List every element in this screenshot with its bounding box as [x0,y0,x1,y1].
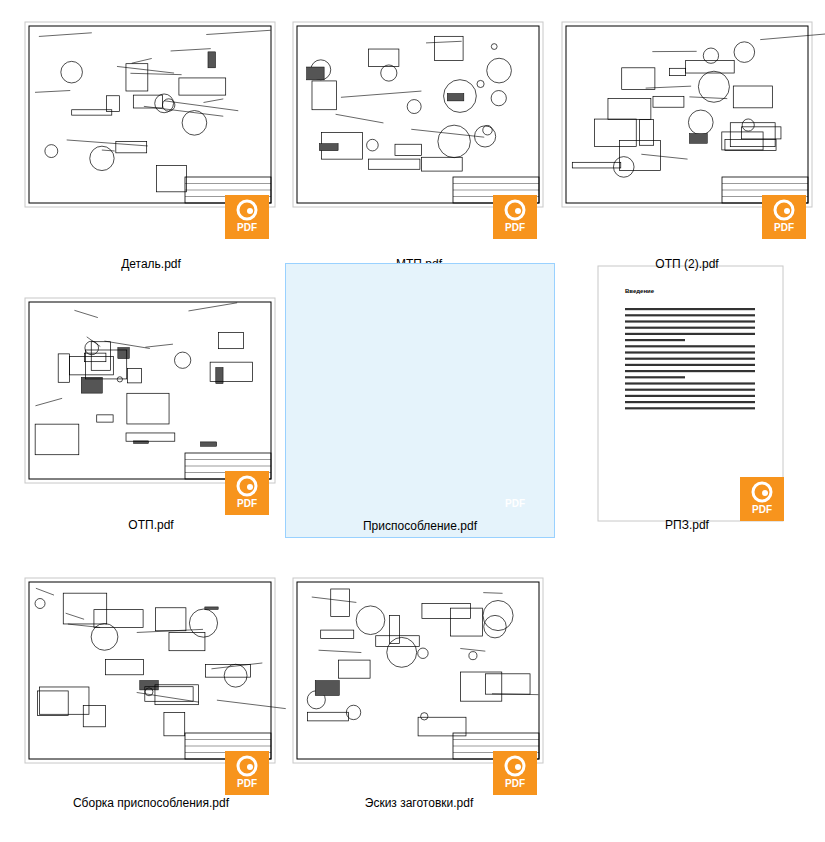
pdf-logo [238,477,256,495]
pdf-badge-text: PDF [505,222,525,233]
file-name: Деталь.pdf [20,257,282,271]
text-line [625,327,755,329]
pdf-badge-text: PDF [237,778,257,789]
pdf-badge-text: PDF [752,504,772,515]
drawing-thumbnail [25,578,286,795]
frame [297,26,539,203]
text-line [625,364,755,366]
page-heading: Введение [625,288,654,294]
file-name: Сборка приспособления.pdf [20,796,282,810]
pdf-badge [762,195,806,239]
pdf-logo [506,757,524,775]
text-line [625,339,685,341]
pdf-badge-text: PDF [774,222,794,233]
pdf-logo [775,201,793,219]
text-line [625,401,755,403]
text-line [625,314,755,316]
file-item: Приспособление.pdf [285,263,555,538]
pdf-badge-text: PDF [237,222,257,233]
pdf-badge-text: PDF [505,498,525,509]
pdf-logo [753,483,771,501]
text-line [625,320,755,322]
text-line [625,376,685,378]
text-line [625,333,755,335]
drawing-thumbnail [25,22,275,239]
text-line [625,382,755,384]
pdf-badge [225,751,269,795]
pdf-badge-text: PDF [237,498,257,509]
text-line [625,308,755,310]
drawing-thumbnail [293,22,543,239]
file-name: ОТП.pdf [20,518,282,532]
text-line [625,407,755,409]
pdf-badge [493,195,537,239]
sheet [25,298,275,483]
file-name: ОТП (2).pdf [556,257,818,271]
text-line [625,345,755,347]
frame [297,582,539,759]
sheet [25,578,275,763]
text-line [625,389,755,391]
sheet [598,266,783,521]
frame [29,26,271,203]
frame [566,26,808,203]
file-name: РПЗ.pdf [556,518,818,532]
file-item: ОТП.pdf [20,263,282,538]
pdf-badge [225,195,269,239]
text-line [625,395,755,397]
text-line [625,351,755,353]
pdf-logo [238,757,256,775]
pdf-badge-text: PDF [505,778,525,789]
frame [29,582,271,759]
drawing-thumbnail [293,578,543,795]
text-line [625,358,755,360]
drawing-thumbnail [598,266,784,521]
pdf-badge [225,471,269,515]
pdf-logo [506,201,524,219]
text-line [625,370,755,372]
pdf-badge [740,477,784,521]
sheet [293,22,543,207]
sheet [25,22,275,207]
frame [29,302,271,479]
drawing-thumbnail [562,22,825,239]
sheet [562,22,812,207]
drawing-thumbnail [25,298,275,515]
file-name: Приспособление.pdf [286,519,554,533]
sheet [293,578,543,763]
file-item: РПЗ.pdf [556,263,818,538]
pdf-logo [238,201,256,219]
pdf-badge [493,751,537,795]
file-name: Эскиз заготовки.pdf [288,796,550,810]
